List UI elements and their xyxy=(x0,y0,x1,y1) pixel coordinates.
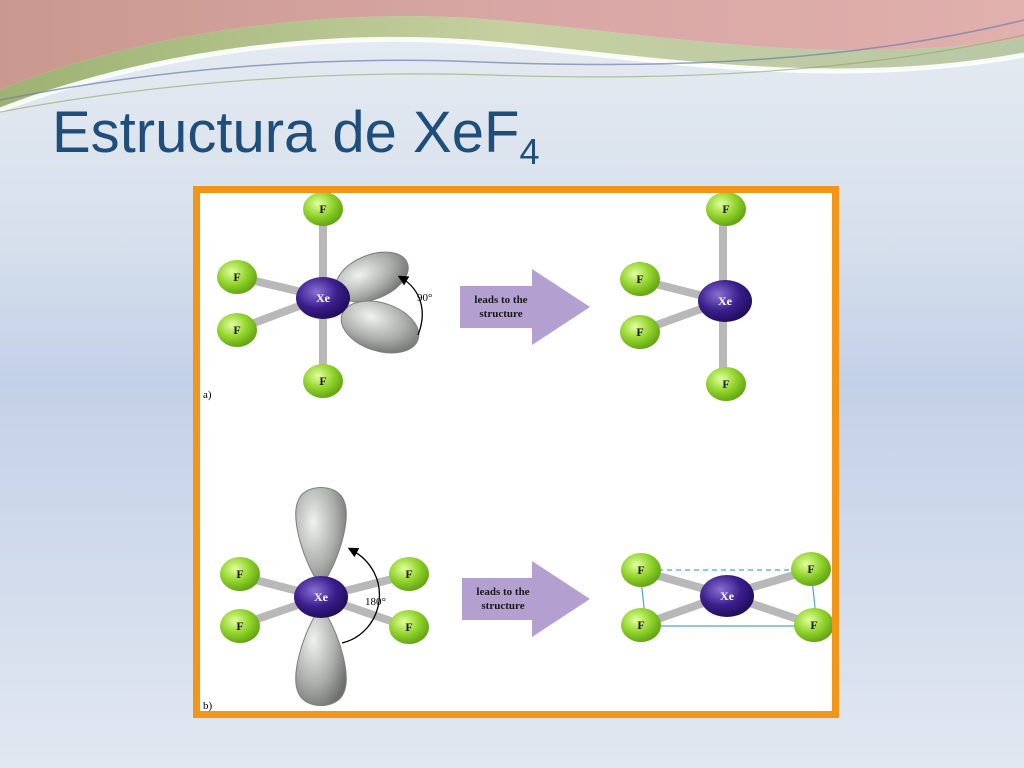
lone-pair-lobe xyxy=(295,604,347,706)
panel-a: F F F F Xe 90° leads to the structure xyxy=(203,193,752,401)
fluorine-atom: F xyxy=(220,557,260,591)
angle-arc xyxy=(397,275,423,336)
fluorine-atom: F xyxy=(621,553,661,587)
angle-label: 180° xyxy=(365,596,386,608)
lone-pair-lobe xyxy=(340,300,420,354)
fluorine-atom: F xyxy=(791,552,831,586)
panel-b-initial-structure: F F F F Xe 180° xyxy=(220,487,429,706)
arrow-text-line1: leads to the xyxy=(476,586,529,598)
leads-to-arrow: leads to the structure xyxy=(462,561,590,637)
title-subscript: 4 xyxy=(519,131,540,172)
fluorine-label: F xyxy=(405,620,412,634)
fluorine-atom: F xyxy=(621,608,661,642)
xenon-label: Xe xyxy=(720,589,735,603)
fluorine-label: F xyxy=(319,374,326,388)
fluorine-label: F xyxy=(636,272,643,286)
panel-a-tag: a) xyxy=(203,389,212,401)
panel-b-resulting-structure: F F F F Xe xyxy=(621,552,832,642)
fluorine-label: F xyxy=(233,323,240,337)
fluorine-atom: F xyxy=(620,262,660,296)
xenon-atom: Xe xyxy=(700,575,754,617)
fluorine-label: F xyxy=(637,563,644,577)
fluorine-label: F xyxy=(807,562,814,576)
fluorine-label: F xyxy=(233,270,240,284)
fluorine-label: F xyxy=(722,377,729,391)
panel-a-initial-structure: F F F F Xe 90° xyxy=(217,193,432,398)
xef4-diagram: F F F F Xe 90° leads to the structure xyxy=(203,193,832,711)
fluorine-label: F xyxy=(236,567,243,581)
slide-title: Estructura de XeF4 xyxy=(52,104,539,170)
fluorine-label: F xyxy=(636,325,643,339)
fluorine-label: F xyxy=(405,567,412,581)
angle-arc xyxy=(341,547,381,644)
fluorine-atom: F xyxy=(706,367,746,401)
fluorine-label: F xyxy=(810,618,817,632)
fluorine-atom: F xyxy=(217,260,257,294)
arrow-text-line2: structure xyxy=(481,600,524,612)
fluorine-atom: F xyxy=(794,608,832,642)
fluorine-atom: F xyxy=(389,610,429,644)
fluorine-atom: F xyxy=(303,193,343,226)
leads-to-arrow: leads to the structure xyxy=(460,269,590,345)
lone-pair-lobe xyxy=(295,487,347,589)
panel-b-tag: b) xyxy=(203,700,213,711)
fluorine-atom: F xyxy=(217,313,257,347)
fluorine-atom: F xyxy=(706,193,746,226)
fluorine-atom: F xyxy=(220,609,260,643)
arrow-text-line2: structure xyxy=(479,308,522,320)
fluorine-label: F xyxy=(722,202,729,216)
xenon-atom: Xe xyxy=(296,277,350,319)
xenon-label: Xe xyxy=(316,291,331,305)
xenon-atom: Xe xyxy=(294,576,348,618)
title-text: Estructura de XeF xyxy=(52,100,520,165)
fluorine-atom: F xyxy=(620,315,660,349)
xenon-atom: Xe xyxy=(698,280,752,322)
fluorine-label: F xyxy=(236,619,243,633)
panel-b: F F F F Xe 180° leads to the structure xyxy=(203,487,832,711)
header-wave-decoration xyxy=(0,0,1024,113)
xenon-label: Xe xyxy=(718,294,733,308)
arrow-text-line1: leads to the xyxy=(474,294,527,306)
figure-frame: F F F F Xe 90° leads to the structure xyxy=(193,186,839,718)
fluorine-label: F xyxy=(319,202,326,216)
xenon-label: Xe xyxy=(314,590,329,604)
fluorine-label: F xyxy=(637,618,644,632)
fluorine-atom: F xyxy=(303,364,343,398)
angle-label: 90° xyxy=(417,292,432,304)
panel-a-resulting-structure: F F F F Xe xyxy=(620,193,752,401)
fluorine-atom: F xyxy=(389,557,429,591)
